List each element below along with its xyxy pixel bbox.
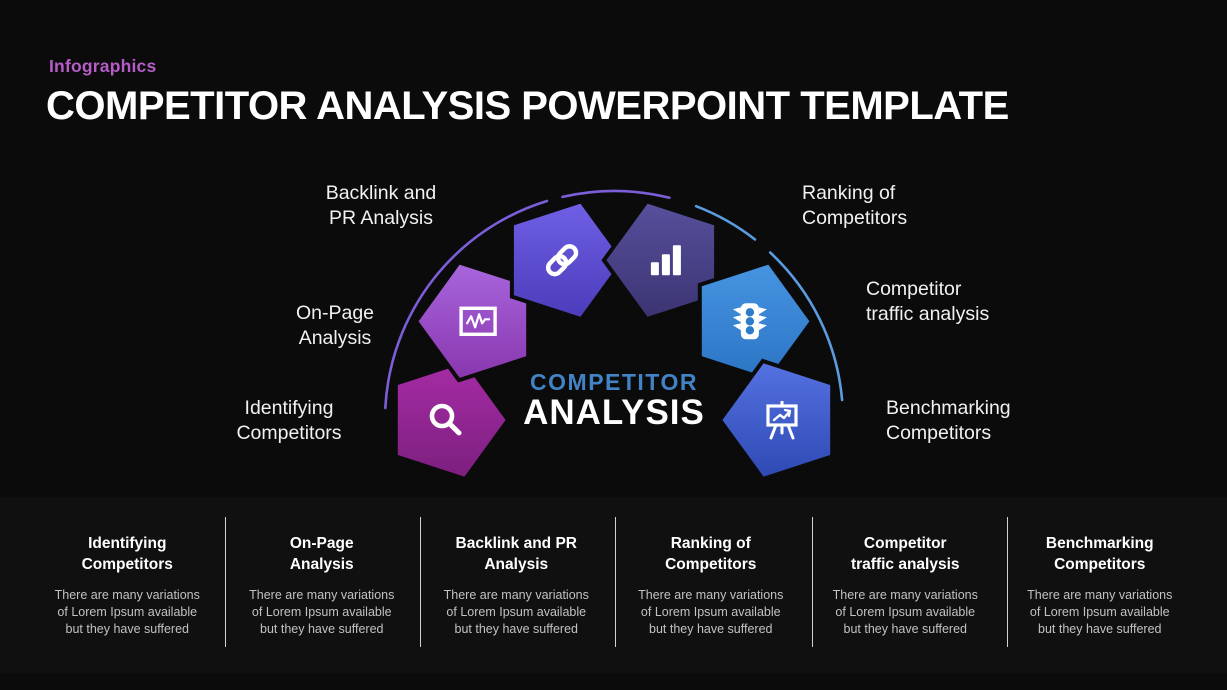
card-body: There are many variations of Lorem Ipsum… <box>443 587 589 637</box>
label-competitor-traffic-analysis: Competitor traffic analysis <box>866 278 990 326</box>
card-identifying-competitors: Identifying Competitors There are many v… <box>30 533 225 639</box>
card-divider <box>225 517 226 647</box>
card-divider <box>1007 517 1008 647</box>
card-body: There are many variations of Lorem Ipsum… <box>832 587 978 637</box>
label-benchmarking-competitors: Benchmarking Competitors <box>886 397 1011 445</box>
card-divider <box>420 517 421 647</box>
presentation-icon <box>766 401 798 440</box>
card-ranking-of-competitors: Ranking of Competitors There are many va… <box>614 533 809 639</box>
card-heading: Competitor traffic analysis <box>850 535 960 574</box>
pentagon-backlink-pr-analysis <box>509 198 627 322</box>
card-body: There are many variations of Lorem Ipsum… <box>249 587 395 637</box>
pentagon-benchmarking-competitors <box>717 358 835 482</box>
pentagon-on-page-analysis <box>413 259 531 383</box>
monitor-icon <box>459 306 497 337</box>
card-divider <box>615 517 616 647</box>
label-ranking-of-competitors: Ranking of Competitors <box>802 182 908 230</box>
card-body: There are many variations of Lorem Ipsum… <box>638 587 784 637</box>
card-competitor-traffic-analysis: Competitor traffic analysis There are ma… <box>808 533 1003 639</box>
traffic-light-icon <box>732 303 767 340</box>
card-heading: On-Page Analysis <box>289 535 354 574</box>
kicker-label: Infographics <box>49 56 157 76</box>
card-heading: Benchmarking Competitors <box>1045 535 1154 574</box>
label-identifying-competitors: Identifying Competitors <box>236 397 342 445</box>
card-heading: Backlink and PR Analysis <box>455 535 577 574</box>
arch-arc <box>768 251 844 402</box>
description-band: Identifying Competitors There are many v… <box>0 497 1227 673</box>
arch-arc <box>384 199 549 410</box>
pentagon-ranking-of-competitors <box>601 198 719 322</box>
diagram-center-title: COMPETITOR ANALYSIS <box>464 369 764 432</box>
card-on-page-analysis: On-Page Analysis There are many variatio… <box>225 533 420 639</box>
card-heading: Identifying Competitors <box>81 535 173 574</box>
bar-chart-icon <box>650 245 681 276</box>
card-heading: Ranking of Competitors <box>665 535 757 574</box>
page-title: COMPETITOR ANALYSIS POWERPOINT TEMPLATE <box>46 84 1009 128</box>
diagram-center-title-line1: COMPETITOR <box>530 369 698 395</box>
card-divider <box>812 517 813 647</box>
card-body: There are many variations of Lorem Ipsum… <box>54 587 200 637</box>
card-benchmarking-competitors: Benchmarking Competitors There are many … <box>1003 533 1198 639</box>
label-backlink-pr-analysis: Backlink and PR Analysis <box>325 182 437 230</box>
search-icon <box>429 403 462 436</box>
label-on-page-analysis: On-Page Analysis <box>295 302 375 350</box>
card-body: There are many variations of Lorem Ipsum… <box>1027 587 1173 637</box>
link-icon <box>545 244 579 277</box>
arch-arc <box>561 189 671 200</box>
card-backlink-pr-analysis: Backlink and PR Analysis There are many … <box>419 533 614 639</box>
description-cards: Identifying Competitors There are many v… <box>30 533 1197 639</box>
arch-arc <box>694 204 757 241</box>
diagram-center-title-line2: ANALYSIS <box>523 392 705 432</box>
arch-diagram <box>384 189 844 482</box>
